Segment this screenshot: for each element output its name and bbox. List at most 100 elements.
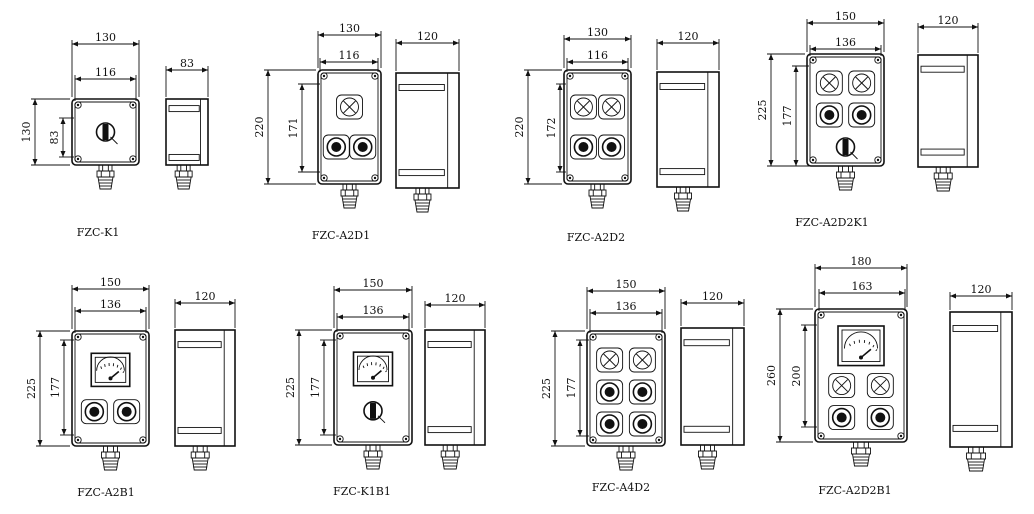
side-flange: [168, 153, 200, 161]
side-flange: [398, 169, 445, 177]
button-cap: [89, 406, 100, 417]
corner-screw-center: [76, 157, 80, 161]
gland-body: [588, 189, 607, 197]
dimension-label: 225: [540, 378, 553, 399]
switch-knob: [370, 402, 376, 419]
lamp-ring: [852, 73, 872, 93]
model-label: FZC-A2D1: [312, 229, 370, 242]
dimension-arrowhead: [793, 160, 799, 166]
corner-screw-center: [899, 434, 903, 438]
dimension-label: 130: [20, 122, 33, 143]
corner-screw-icon: [621, 72, 629, 80]
corner-screw-center: [338, 334, 342, 338]
switch-ring: [95, 122, 116, 142]
button-bezel: [80, 399, 108, 425]
dimension-label: 177: [565, 378, 578, 399]
gland-nut: [968, 446, 984, 454]
switch-key: [850, 151, 858, 160]
meter-scale: [96, 356, 125, 371]
button-ring: [819, 105, 840, 125]
dimension-arrowhead: [777, 436, 783, 442]
corner-screw-icon: [129, 101, 137, 109]
corner-screw-center: [373, 176, 377, 180]
lamp-ring: [832, 376, 852, 396]
side-flange: [177, 426, 222, 434]
enclosure-front-lid: [336, 332, 410, 443]
gland-seal: [967, 458, 986, 472]
front-view: [71, 98, 140, 190]
corner-screw-center: [141, 438, 145, 442]
switch-key: [377, 415, 386, 424]
dimension-arrowhead: [72, 41, 78, 47]
gland-seal: [97, 176, 114, 190]
dimension-arrowhead: [793, 66, 799, 72]
dimension-label: 130: [339, 22, 360, 35]
enclosure-front-lid: [809, 56, 882, 164]
lamp-bezel: [848, 70, 876, 96]
dimension-arrowhead: [321, 340, 327, 346]
enclosure-front-outline: [563, 69, 632, 185]
lamp-ring: [340, 97, 359, 117]
meter-window: [841, 329, 881, 363]
button-ring: [831, 407, 852, 428]
cable-gland-icon: [96, 164, 115, 190]
enclosure-front-lid: [589, 333, 663, 444]
gland-seal: [441, 456, 459, 470]
corner-screw-icon: [897, 432, 905, 440]
lamp-bezel: [866, 373, 894, 399]
dimension-arrowhead: [479, 302, 485, 308]
corner-screw-icon: [817, 432, 825, 440]
corner-screw-icon: [809, 156, 817, 164]
gland-seal: [617, 457, 635, 471]
corner-screw-center: [131, 103, 135, 107]
dimension-arrowhead: [972, 24, 978, 30]
indicator-lamp-icon: [598, 94, 626, 120]
corner-screw-icon: [621, 174, 629, 182]
dimension-arrowhead: [75, 308, 81, 314]
meter-tick: [875, 349, 878, 352]
corner-screw-center: [623, 176, 627, 180]
dimension-label: 150: [100, 276, 121, 289]
indicator-lamp-icon: [815, 70, 843, 96]
dimension-label: 225: [756, 100, 769, 121]
gland-seal: [414, 199, 431, 213]
button-ring: [326, 137, 347, 157]
button-cap: [875, 412, 886, 423]
dimension-label: 172: [545, 118, 558, 139]
meter-tick: [379, 363, 381, 367]
dimension-arrowhead: [72, 286, 78, 292]
gland-seal: [101, 457, 120, 471]
corner-screw-center: [819, 313, 823, 317]
lamp-bezel: [336, 94, 363, 120]
dimension-arrowhead: [296, 439, 302, 445]
meter-tick: [853, 340, 856, 344]
dimension-arrowhead: [320, 59, 326, 65]
push-button-icon: [322, 134, 350, 160]
enclosure-front-outline: [333, 329, 413, 446]
dimension-label: 177: [49, 377, 62, 398]
lamp-cross: [343, 100, 356, 114]
dimension-label: 83: [48, 131, 61, 145]
enclosure-front-lid: [566, 72, 629, 182]
dimension-label: 120: [702, 290, 723, 303]
dimension-arrowhead: [807, 20, 813, 26]
dimension-arrowhead: [61, 429, 67, 435]
dimension-arrowhead: [557, 166, 563, 172]
gland-body: [101, 451, 120, 459]
dimension-arrowhead: [229, 300, 235, 306]
gland-body: [851, 447, 871, 455]
analog-meter-icon: [837, 325, 885, 367]
side-flange: [683, 425, 730, 433]
dimension-arrowhead: [143, 286, 149, 292]
switch-knob: [842, 139, 849, 155]
button-bezel: [866, 405, 894, 431]
gland-body: [174, 170, 193, 178]
cable-gland-icon: [616, 445, 636, 471]
dimension-arrowhead: [318, 32, 324, 38]
dimension-arrowhead: [901, 265, 907, 271]
dimension-arrowhead: [681, 300, 687, 306]
dimension-arrowhead: [375, 32, 381, 38]
enclosure-front-outline: [71, 330, 150, 447]
dimension-label: 116: [95, 66, 116, 79]
